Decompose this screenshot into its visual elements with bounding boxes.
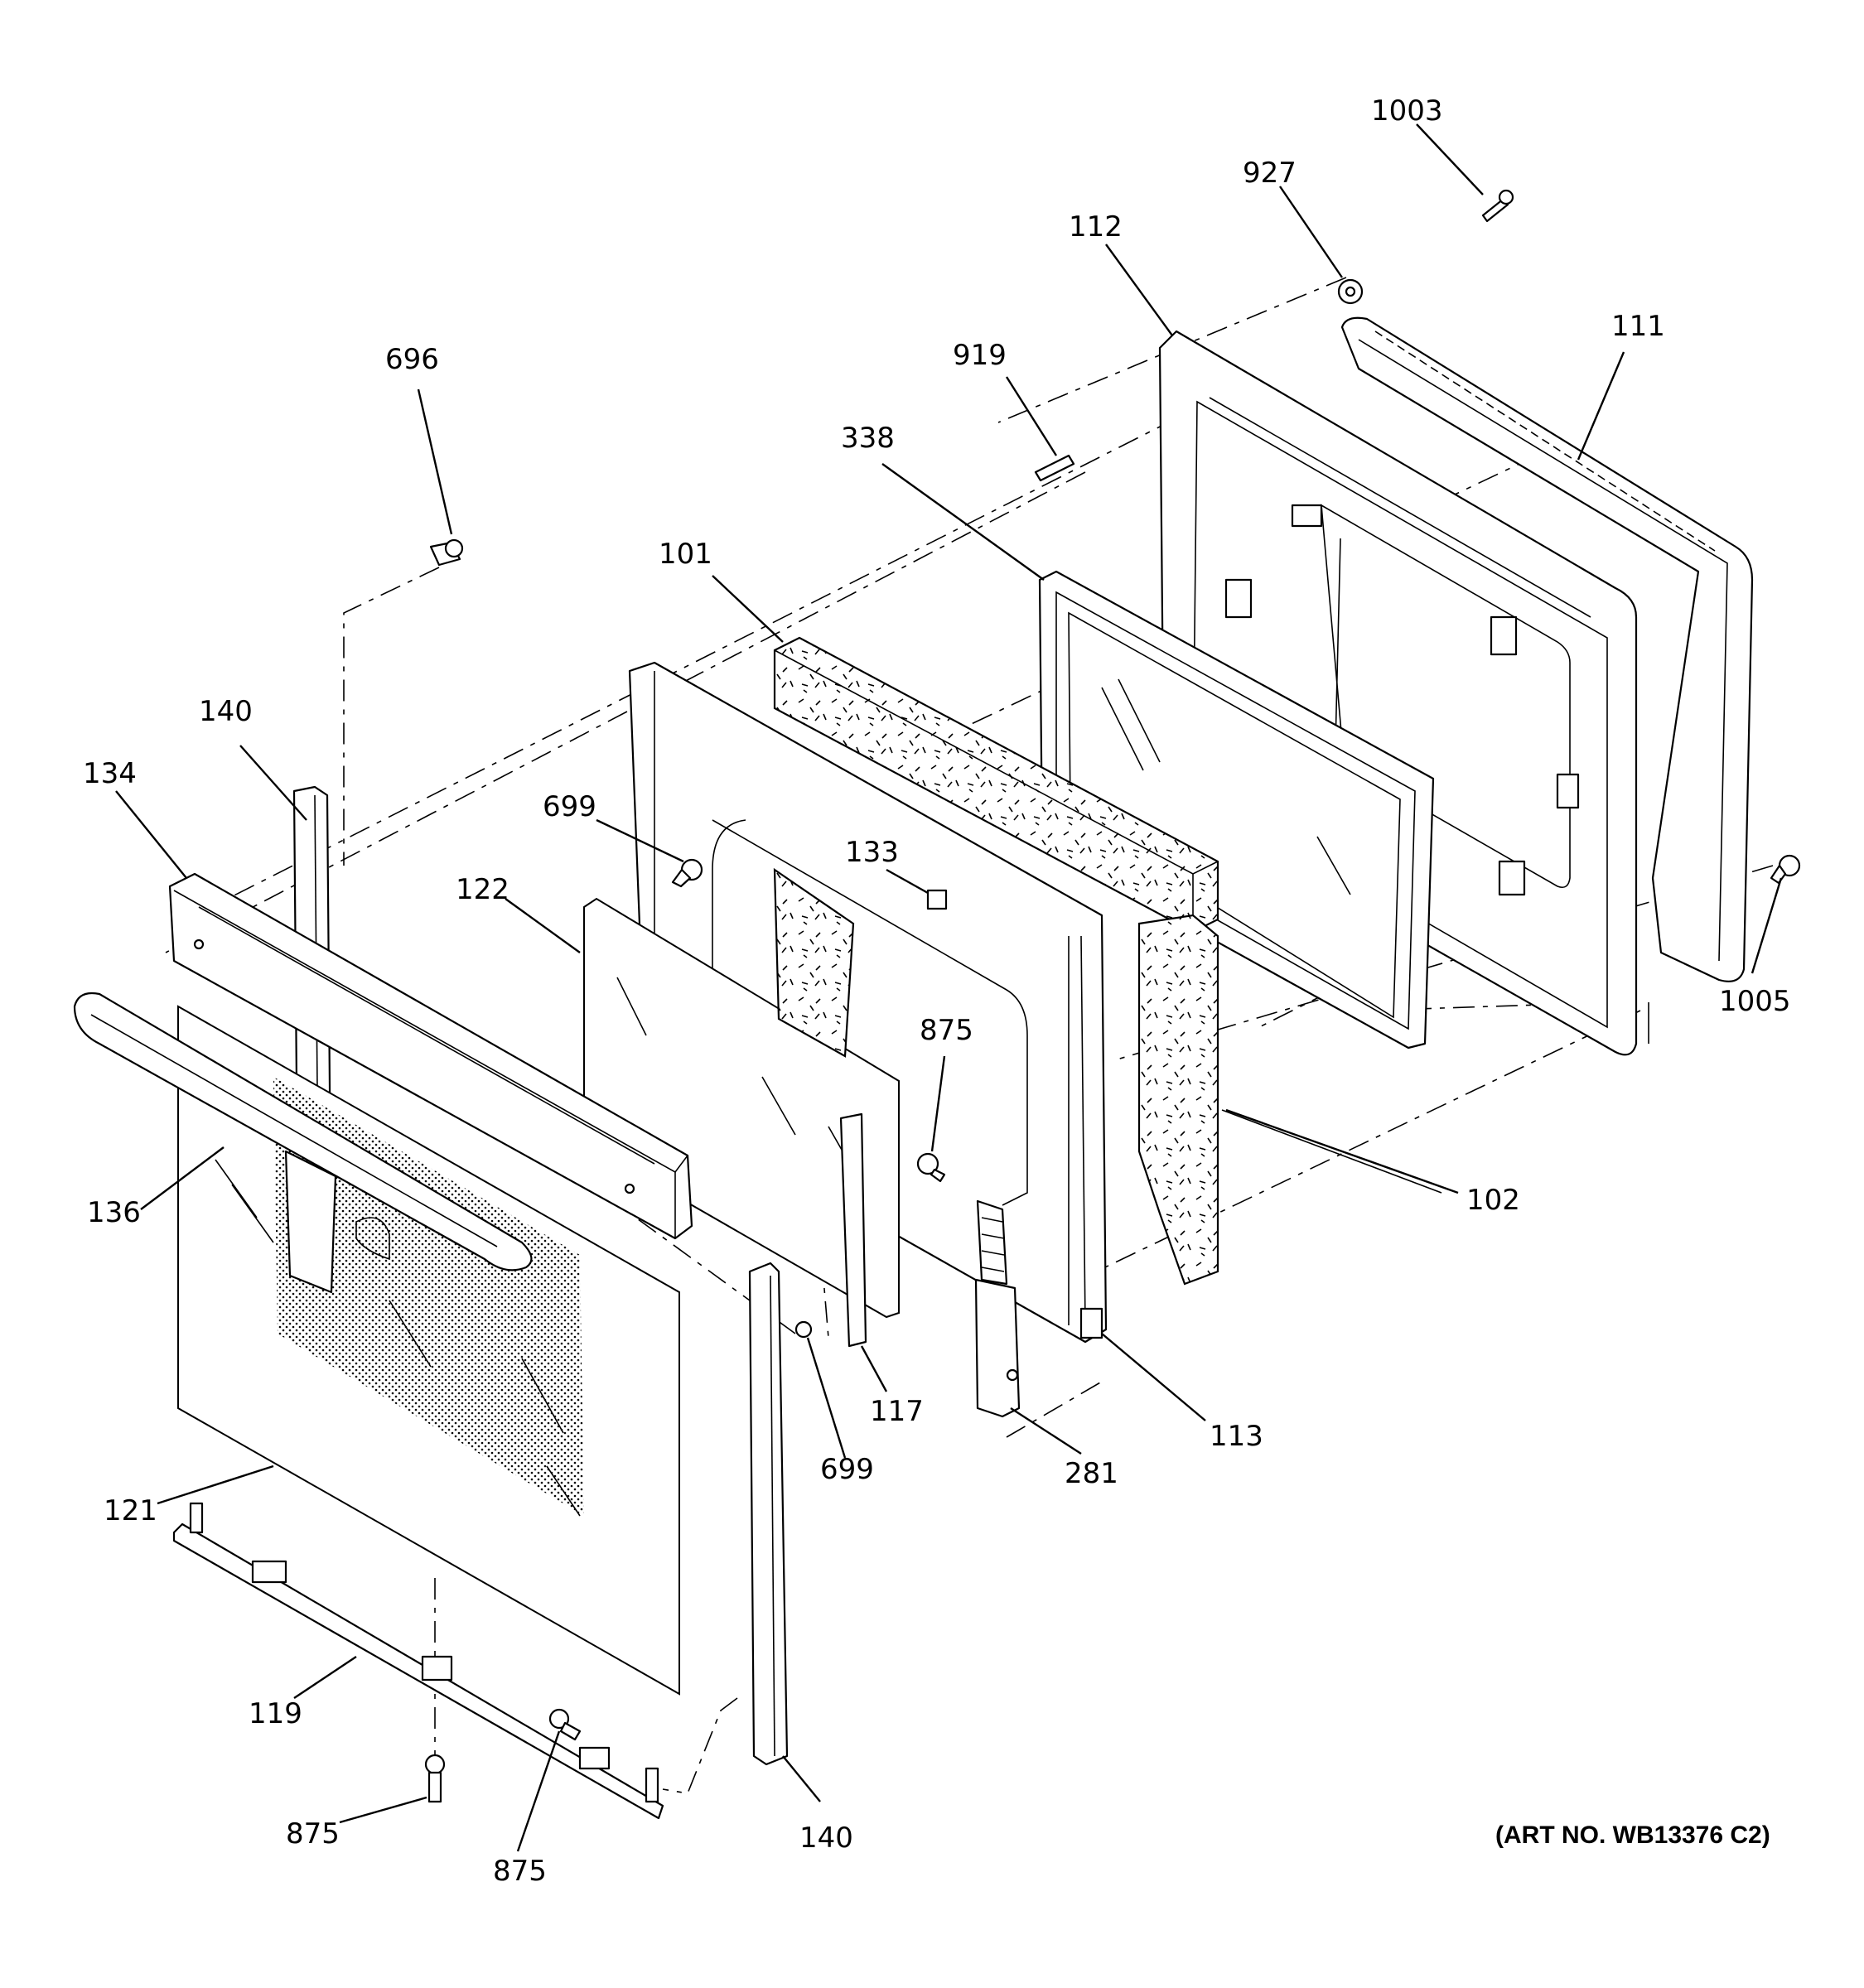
callout-121: 121 bbox=[104, 1494, 157, 1527]
part-875-screw-left bbox=[424, 1754, 446, 1803]
part-133-clip bbox=[926, 889, 948, 910]
callout-699-top: 699 bbox=[543, 790, 596, 823]
art-number: (ART NO. WB13376 C2) bbox=[1495, 1822, 1770, 1849]
callout-1003: 1003 bbox=[1371, 94, 1443, 128]
part-281-hinge bbox=[974, 1199, 1021, 1418]
part-140-channel-bottom bbox=[748, 1262, 789, 1766]
part-121-outer-door-glass bbox=[177, 1005, 680, 1696]
callout-labels: 1003 927 112 111 696 919 338 101 140 134… bbox=[83, 94, 1791, 1888]
part-117-hinge-bracket bbox=[839, 1112, 867, 1348]
callout-1005: 1005 bbox=[1719, 985, 1791, 1018]
leader-lines bbox=[115, 123, 1783, 1852]
part-136-door-handle bbox=[73, 992, 533, 1271]
part-699-screw-bottom bbox=[794, 1320, 813, 1339]
callout-140-bottom: 140 bbox=[799, 1822, 853, 1855]
callout-140-top: 140 bbox=[199, 695, 253, 728]
callout-101: 101 bbox=[659, 538, 712, 571]
callout-919: 919 bbox=[953, 339, 1007, 372]
part-696-screw bbox=[429, 538, 464, 567]
callout-696: 696 bbox=[385, 343, 439, 376]
part-119-bottom-trim bbox=[172, 1502, 664, 1820]
part-875-screw-bottom bbox=[548, 1708, 582, 1741]
callout-112: 112 bbox=[1069, 210, 1123, 244]
part-134-vent-trim bbox=[168, 872, 693, 1240]
part-1005-screw bbox=[1770, 854, 1801, 885]
callout-119: 119 bbox=[249, 1697, 302, 1730]
callout-134: 134 bbox=[83, 757, 137, 790]
callout-136: 136 bbox=[87, 1196, 141, 1229]
callout-927: 927 bbox=[1243, 157, 1297, 190]
part-102-wire bbox=[1221, 1109, 1442, 1194]
callout-113: 113 bbox=[1210, 1420, 1263, 1453]
callout-338: 338 bbox=[841, 422, 895, 455]
part-1003-screw bbox=[1481, 189, 1514, 223]
callout-133: 133 bbox=[845, 836, 899, 869]
callout-117: 117 bbox=[870, 1395, 924, 1428]
callout-111: 111 bbox=[1611, 310, 1665, 343]
callout-875-left: 875 bbox=[286, 1817, 340, 1850]
part-112-inner-door-panel bbox=[1158, 330, 1649, 1056]
part-122-glass-panel bbox=[583, 867, 900, 1319]
callout-281: 281 bbox=[1065, 1457, 1118, 1490]
callout-102: 102 bbox=[1466, 1184, 1520, 1217]
part-875-screw-mid bbox=[916, 1152, 946, 1183]
callout-875-bottom: 875 bbox=[493, 1855, 547, 1888]
part-101-insulation bbox=[773, 636, 1219, 1286]
callout-122: 122 bbox=[456, 873, 509, 906]
fasteners bbox=[424, 189, 1801, 1803]
part-699-screw-top bbox=[671, 858, 703, 888]
part-111-door-gasket bbox=[1340, 316, 1754, 982]
part-919-pin bbox=[1034, 454, 1075, 482]
callout-699-bottom: 699 bbox=[820, 1453, 874, 1486]
part-927-washer bbox=[1337, 278, 1364, 305]
callout-875-mid: 875 bbox=[920, 1014, 973, 1047]
